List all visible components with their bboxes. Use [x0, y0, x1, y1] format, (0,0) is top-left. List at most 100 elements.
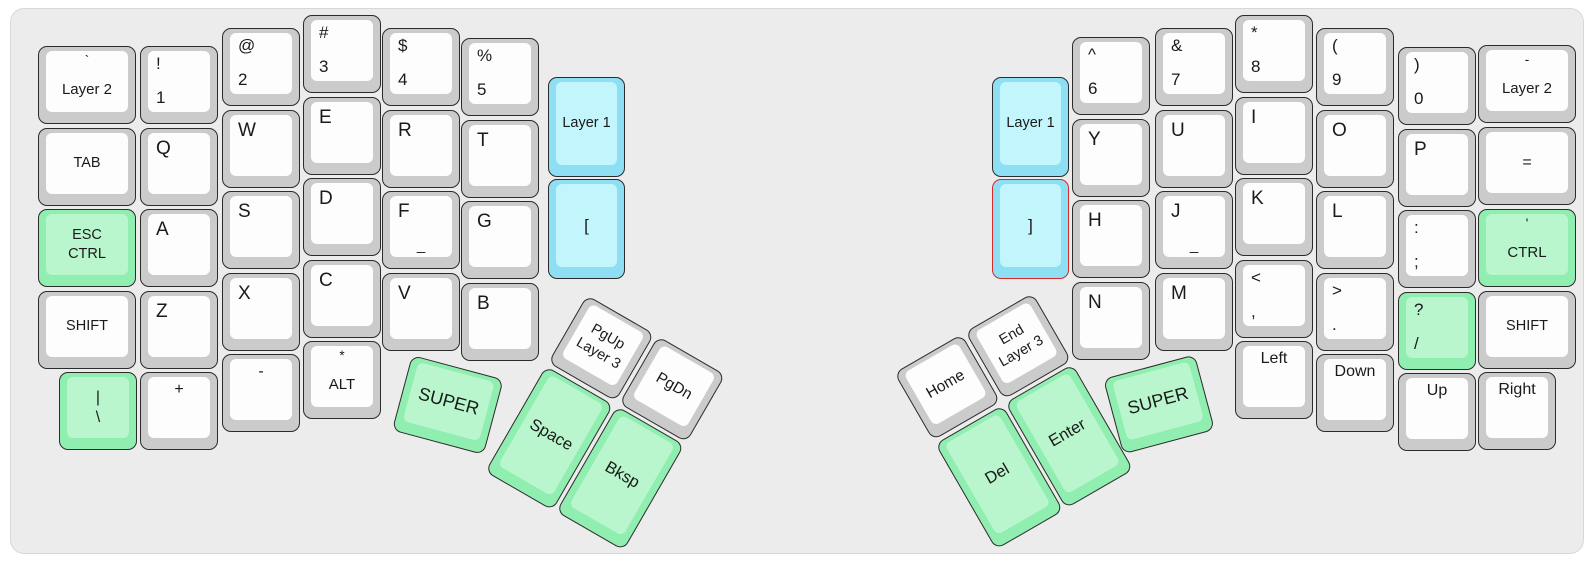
- key-legend: K: [1251, 188, 1264, 209]
- key-c[interactable]: C: [303, 260, 381, 338]
- key-f[interactable]: F_: [382, 191, 460, 269]
- key-tab[interactable]: TAB: [38, 128, 136, 206]
- keycap-face: SUPER: [1112, 361, 1205, 441]
- key-shift-right[interactable]: SHIFT: [1478, 291, 1576, 369]
- key-z[interactable]: Z: [140, 291, 218, 369]
- keycap-face: H: [1080, 205, 1142, 266]
- keycap-face: Home: [903, 342, 988, 427]
- key-3[interactable]: #3: [303, 15, 381, 93]
- keycap-face: )0: [1406, 52, 1468, 113]
- keycap-face: J_: [1163, 196, 1225, 257]
- key-x[interactable]: X: [222, 273, 300, 351]
- key-legend: +: [174, 381, 184, 398]
- key-equals[interactable]: =: [1478, 127, 1576, 205]
- key-legend: Enter: [1045, 415, 1089, 451]
- key-4[interactable]: $4: [382, 28, 460, 106]
- keycap-face: Q: [148, 133, 210, 194]
- keycap-face: F_: [390, 196, 452, 257]
- key-minus-layer2[interactable]: -Layer 2: [1478, 45, 1576, 123]
- key-5[interactable]: %5: [461, 38, 539, 116]
- key-b[interactable]: B: [461, 283, 539, 361]
- keycap-face: @2: [230, 33, 292, 94]
- keycap-face: >.: [1324, 278, 1386, 339]
- key-legend: Z: [156, 301, 168, 322]
- key-period[interactable]: >.: [1316, 273, 1394, 351]
- key-semicolon[interactable]: :;: [1398, 210, 1476, 288]
- key-s[interactable]: S: [222, 191, 300, 269]
- key-legend: L: [1332, 201, 1343, 222]
- key-legend: SUPER: [416, 383, 482, 420]
- key-h[interactable]: H: [1072, 200, 1150, 278]
- key-layer1-left[interactable]: Layer 1: [548, 77, 625, 177]
- key-9[interactable]: (9: [1316, 28, 1394, 106]
- key-left-bracket[interactable]: [: [548, 179, 625, 279]
- key-arrow-down[interactable]: Down: [1316, 354, 1394, 432]
- key-legend: Right: [1498, 381, 1536, 398]
- keycap-face: SUPER: [402, 361, 495, 442]
- keycap-face: =: [1486, 132, 1568, 193]
- key-e[interactable]: E: [303, 97, 381, 175]
- key-i[interactable]: I: [1235, 97, 1313, 175]
- key-v[interactable]: V: [382, 273, 460, 351]
- key-legend: Y: [1088, 129, 1101, 150]
- key-quote-ctrl[interactable]: 'CTRL: [1478, 209, 1576, 287]
- key-super-left[interactable]: SUPER: [391, 355, 504, 455]
- key-arrow-right[interactable]: Right: [1478, 372, 1556, 450]
- key-question-slash[interactable]: ?/: [1398, 292, 1476, 370]
- key-8[interactable]: *8: [1235, 15, 1313, 93]
- key-j[interactable]: J_: [1155, 191, 1233, 269]
- key-6[interactable]: ^6: [1072, 37, 1150, 115]
- key-w[interactable]: W: [222, 110, 300, 188]
- key-n[interactable]: N: [1072, 282, 1150, 360]
- key-super-right[interactable]: SUPER: [1103, 354, 1215, 455]
- key-y[interactable]: Y: [1072, 119, 1150, 197]
- key-legend: 3: [319, 57, 329, 77]
- key-k[interactable]: K: [1235, 178, 1313, 256]
- key-2[interactable]: @2: [222, 28, 300, 106]
- key-legend: [: [584, 215, 589, 235]
- key-shift-left[interactable]: SHIFT: [38, 291, 136, 369]
- keycap-face: N: [1080, 287, 1142, 348]
- key-legend: J: [1171, 201, 1181, 222]
- key-star-alt[interactable]: *ALT: [303, 341, 381, 419]
- key-l[interactable]: L: [1316, 191, 1394, 269]
- key-legend: Layer 2: [61, 80, 113, 98]
- key-t[interactable]: T: [461, 120, 539, 198]
- key-legend: =: [1522, 153, 1532, 171]
- key-r[interactable]: R: [382, 110, 460, 188]
- key-plus[interactable]: +: [140, 372, 218, 450]
- key-arrow-up[interactable]: Up: [1398, 373, 1476, 451]
- keycap-face: Left: [1243, 346, 1305, 407]
- keycap-face: $4: [390, 33, 452, 94]
- key-1[interactable]: !1: [140, 46, 218, 124]
- key-right-bracket[interactable]: ]: [992, 179, 1069, 279]
- key-comma[interactable]: <,: [1235, 260, 1313, 338]
- key-7[interactable]: &7: [1155, 28, 1233, 106]
- key-o[interactable]: O: [1316, 110, 1394, 188]
- key-p[interactable]: P: [1398, 129, 1476, 207]
- key-a[interactable]: A: [140, 209, 218, 287]
- key-layer1-right[interactable]: Layer 1: [992, 77, 1069, 177]
- key-d[interactable]: D: [303, 178, 381, 256]
- keycap-face: P: [1406, 134, 1468, 195]
- key-backtick-layer2[interactable]: `Layer 2: [38, 46, 136, 124]
- key-m[interactable]: M: [1155, 273, 1233, 351]
- key-arrow-left[interactable]: Left: [1235, 341, 1313, 419]
- key-legend: @: [238, 36, 256, 55]
- key-0[interactable]: )0: [1398, 47, 1476, 125]
- key-u[interactable]: U: [1155, 110, 1233, 188]
- key-legend: >: [1332, 281, 1342, 300]
- key-minus[interactable]: -: [222, 354, 300, 432]
- keycap-face: SHIFT: [1486, 296, 1568, 357]
- key-g[interactable]: G: [461, 201, 539, 279]
- key-legend: N: [1088, 292, 1102, 313]
- key-pipe-backslash[interactable]: |\: [59, 372, 137, 450]
- key-legend: V: [398, 283, 411, 304]
- key-legend: 9: [1332, 70, 1342, 90]
- key-q[interactable]: Q: [140, 128, 218, 206]
- key-legend: 7: [1171, 70, 1181, 90]
- key-legend: Home: [923, 366, 968, 402]
